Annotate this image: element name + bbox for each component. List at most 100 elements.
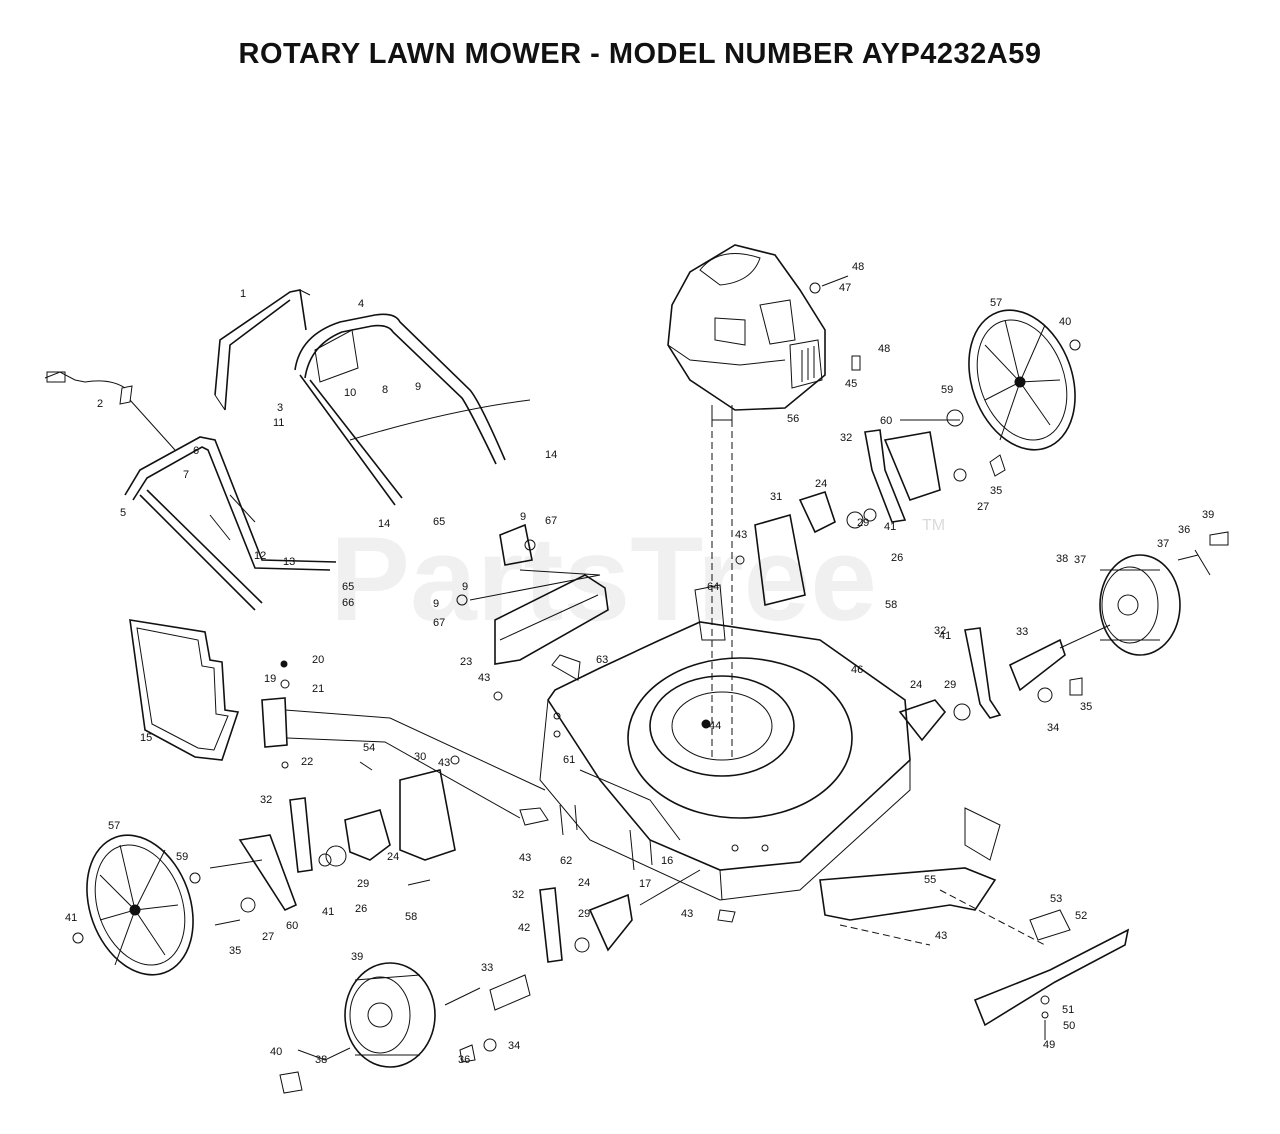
part-callout: 32 xyxy=(840,432,852,444)
part-callout: 13 xyxy=(283,556,295,568)
rear-wheel-lower-left xyxy=(86,834,194,976)
part-callout: 9 xyxy=(462,581,468,593)
part-callout: 61 xyxy=(563,754,575,766)
mower-deck xyxy=(539,621,911,901)
grass-catcher-frame xyxy=(129,619,240,761)
part-callout: 43 xyxy=(735,529,747,541)
engine xyxy=(667,244,861,760)
part-callout: 32 xyxy=(934,625,946,637)
part-callout: 23 xyxy=(460,656,472,668)
height-adjuster-upper-right xyxy=(864,409,1006,523)
part-callout: 58 xyxy=(885,599,897,611)
part-callout: 14 xyxy=(545,449,557,461)
part-callout: 36 xyxy=(1178,524,1190,536)
part-callout: 35 xyxy=(990,485,1002,497)
front-wheel-right xyxy=(1099,554,1181,656)
part-callout: 11 xyxy=(273,417,284,429)
part-callout: 34 xyxy=(508,1040,520,1052)
height-adjuster-left-front xyxy=(444,887,633,1063)
part-callout: 39 xyxy=(351,951,363,963)
part-callout: 59 xyxy=(176,851,188,863)
part-callout: 39 xyxy=(1202,509,1214,521)
part-callout: 44 xyxy=(709,720,721,732)
part-callout: 6 xyxy=(193,445,199,457)
part-callout: 43 xyxy=(478,672,490,684)
rear-deflector xyxy=(456,523,609,665)
part-callout: 42 xyxy=(518,922,530,934)
axle-hardware xyxy=(72,339,1229,1094)
part-callout: 48 xyxy=(878,343,890,355)
part-callout: 27 xyxy=(262,931,274,943)
part-callout: 67 xyxy=(545,515,557,527)
part-callout: 22 xyxy=(301,756,313,768)
throttle-control-cable xyxy=(44,371,176,451)
part-callout: 41 xyxy=(322,906,334,918)
part-callout: 58 xyxy=(405,911,417,923)
part-callout: 29 xyxy=(578,908,590,920)
part-callout: 43 xyxy=(681,908,693,920)
part-callout: 59 xyxy=(941,384,953,396)
part-callout: 30 xyxy=(414,751,426,763)
part-callout: 62 xyxy=(560,855,572,867)
part-callout: 51 xyxy=(1062,1004,1074,1016)
part-callout: 24 xyxy=(815,478,827,490)
part-callout: 26 xyxy=(355,903,367,915)
part-callout: 64 xyxy=(707,581,719,593)
part-callout: 32 xyxy=(512,889,524,901)
height-adjuster-right-front xyxy=(898,624,1111,742)
part-callout: 52 xyxy=(1075,910,1087,922)
part-callout: 17 xyxy=(639,878,651,890)
part-callout: 41 xyxy=(65,912,77,924)
handle-top-bar xyxy=(294,313,531,506)
watermark-trademark: TM xyxy=(922,517,945,534)
part-callout: 26 xyxy=(891,552,903,564)
rear-wheel-upper-right xyxy=(968,309,1076,451)
height-adjuster-left-rear xyxy=(209,769,456,926)
part-callout: 16 xyxy=(661,855,673,867)
watermark: PartsTree xyxy=(330,512,877,646)
part-callout: 43 xyxy=(519,852,531,864)
part-callout: 41 xyxy=(884,521,896,533)
part-callout: 24 xyxy=(387,851,399,863)
part-callout: 29 xyxy=(857,517,869,529)
part-callout: 9 xyxy=(520,511,526,523)
part-callout: 63 xyxy=(596,654,608,666)
part-callout: 38 xyxy=(315,1054,327,1066)
part-callout: 20 xyxy=(312,654,324,666)
part-callout: 4 xyxy=(358,298,364,310)
part-callout: 33 xyxy=(481,962,493,974)
part-callout: 24 xyxy=(910,679,922,691)
part-callout: 15 xyxy=(140,732,152,744)
lower-handle xyxy=(124,436,337,611)
part-callout: 57 xyxy=(108,820,120,832)
mower-blade xyxy=(973,909,1130,1040)
part-callout: 36 xyxy=(458,1054,470,1066)
part-callout: 21 xyxy=(312,683,324,695)
part-callout: 24 xyxy=(578,877,590,889)
part-callout: 65 xyxy=(342,581,354,593)
part-callout: 46 xyxy=(851,664,863,676)
part-callout: 57 xyxy=(990,297,1002,309)
part-callout: 54 xyxy=(363,742,375,754)
part-callout: 35 xyxy=(1080,701,1092,713)
part-callout: 60 xyxy=(286,920,298,932)
discharge-chute xyxy=(819,807,1046,946)
part-callout: 43 xyxy=(438,757,450,769)
part-callout: 27 xyxy=(977,501,989,513)
upper-handle xyxy=(214,289,311,411)
front-wheel-left xyxy=(344,962,436,1068)
part-callout: 55 xyxy=(924,874,936,886)
axle-bracket-right xyxy=(754,490,877,606)
part-callout: 41 xyxy=(939,630,951,642)
part-callout: 60 xyxy=(880,415,892,427)
part-callout: 49 xyxy=(1043,1039,1055,1051)
part-callout: 48 xyxy=(852,261,864,273)
part-callout: 40 xyxy=(270,1046,282,1058)
part-callout: 45 xyxy=(845,378,857,390)
part-callout: 9 xyxy=(415,381,421,393)
part-callout: 40 xyxy=(1059,316,1071,328)
part-callout: 2 xyxy=(97,398,103,410)
misc-bolts xyxy=(359,555,745,923)
part-callout: 67 xyxy=(433,617,445,629)
